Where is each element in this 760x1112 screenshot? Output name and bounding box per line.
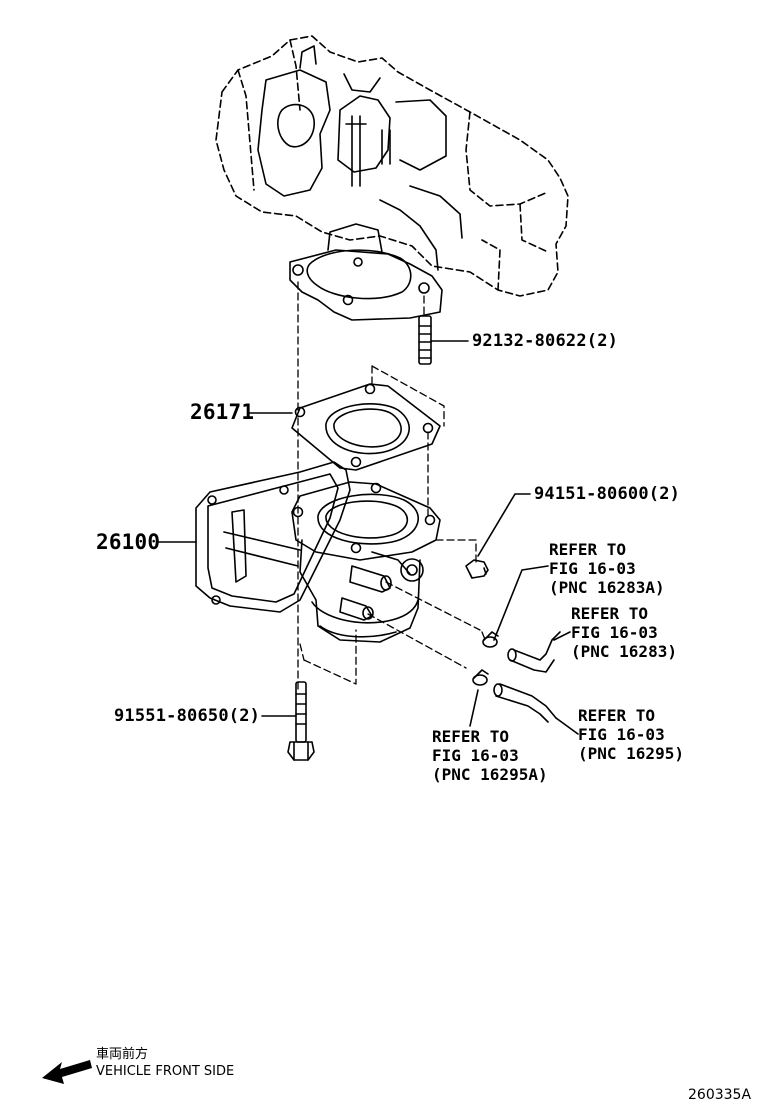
reference-line: REFER TO (578, 706, 656, 725)
flange-bolt (287, 681, 315, 761)
reference-line: REFER TO (549, 540, 627, 559)
reference-label-16295: REFER TO FIG 16-03 (PNC 16295) (578, 706, 684, 763)
ref-leader-2 (553, 631, 571, 641)
intake-manifold-phantom (215, 35, 569, 297)
part-label-throttle-body: 26100 (96, 530, 161, 554)
part-label-nut: 94151-80600(2) (534, 484, 681, 504)
reference-label-16295a: REFER TO FIG 16-03 (PNC 16295A) (432, 727, 548, 784)
reference-label-16283: REFER TO FIG 16-03 (PNC 16283) (571, 604, 677, 661)
hose-upper (507, 631, 561, 673)
gasket-phantom (371, 365, 445, 427)
hose-clip-lower (472, 669, 489, 686)
ref-leader-4 (469, 689, 479, 727)
vehicle-front-legend: 車両前方 VEHICLE FRONT SIDE (96, 1046, 234, 1080)
reference-line: (PNC 16283A) (549, 578, 665, 597)
reference-label-16283a: REFER TO FIG 16-03 (PNC 16283A) (549, 540, 665, 597)
reference-line: (PNC 16295A) (432, 765, 548, 784)
reference-line: FIG 16-03 (432, 746, 519, 765)
throttle-body (195, 461, 441, 643)
reference-line: REFER TO (432, 727, 510, 746)
gasket (291, 383, 441, 471)
reference-line: (PNC 16283) (571, 642, 677, 661)
figure-code: 260335A (688, 1087, 752, 1103)
part-label-gasket: 26171 (190, 400, 255, 424)
legend-english: VEHICLE FRONT SIDE (96, 1064, 235, 1079)
manifold-flange (289, 223, 443, 321)
nut (465, 559, 489, 579)
reference-line: REFER TO (571, 604, 649, 623)
hose-lower (493, 683, 557, 723)
reference-line: FIG 16-03 (578, 725, 665, 744)
alignment-lines (297, 281, 487, 691)
legend-japanese: 車両前方 (96, 1047, 149, 1062)
part-label-bolt: 91551-80650(2) (114, 706, 261, 726)
reference-line: (PNC 16295) (578, 744, 684, 763)
nut-leader (477, 493, 531, 557)
reference-line: FIG 16-03 (549, 559, 636, 578)
reference-line: FIG 16-03 (571, 623, 658, 642)
ref-leader-3 (555, 717, 579, 735)
part-label-stud: 92132-80622(2) (472, 331, 619, 351)
intake-manifold-body (257, 45, 463, 271)
arrow-left-icon (42, 1060, 92, 1084)
stud-bolt (418, 315, 432, 365)
ref-leader-1 (493, 565, 549, 641)
